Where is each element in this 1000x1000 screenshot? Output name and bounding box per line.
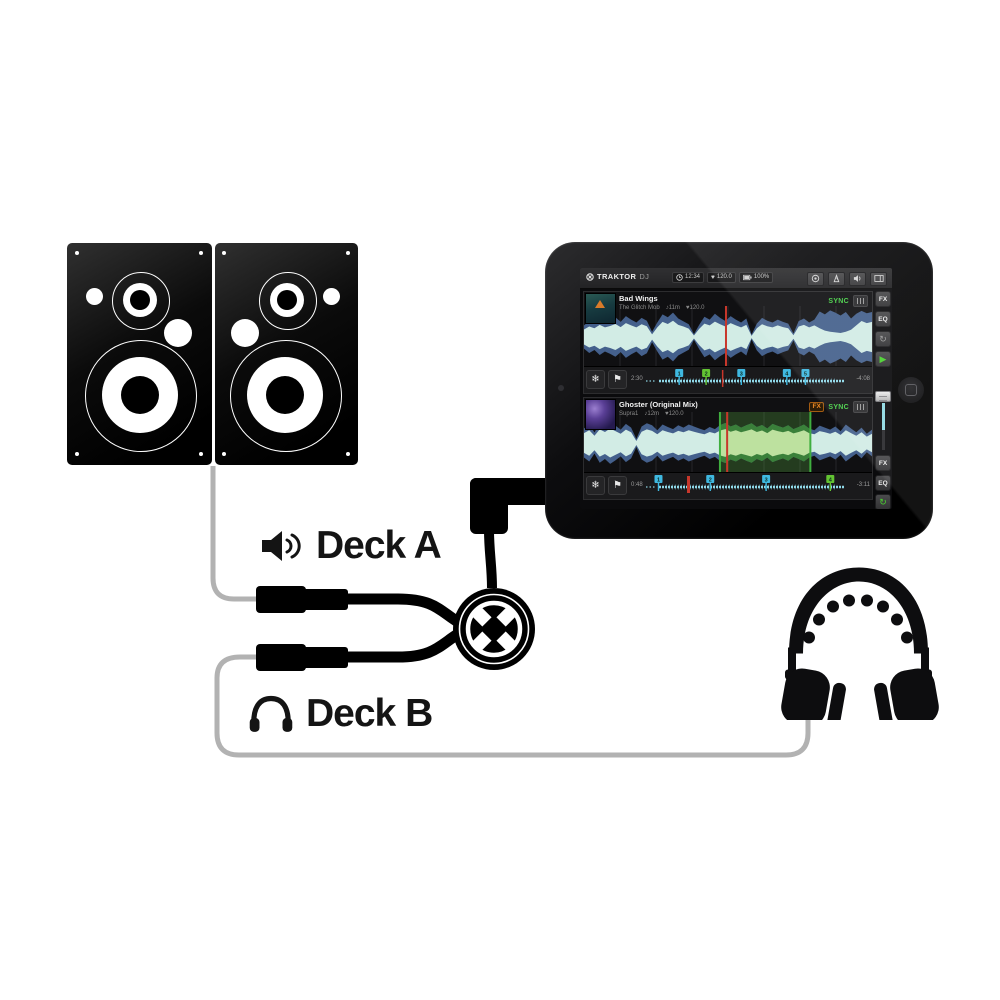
loop-button-deck-b[interactable]: ↻ (875, 494, 891, 509)
volume-fader-handle[interactable] (875, 391, 891, 402)
cue-flag-button[interactable]: ⚑ (608, 476, 627, 495)
deck-b-waveform[interactable] (584, 412, 872, 474)
play-button-deck-a[interactable]: ▶ (875, 351, 891, 367)
eq-button-deck-a[interactable]: EQ (875, 311, 891, 327)
svg-text:4: 4 (829, 478, 833, 484)
sync-button[interactable]: SYNC (828, 297, 849, 305)
headphones (781, 567, 939, 720)
deck-b-text: Deck B (306, 692, 433, 735)
track-overview-strip[interactable]: 1 2 3 4 5 (644, 368, 851, 392)
track-overview-strip[interactable]: 1 2 3 4 (644, 474, 851, 498)
jack-plug-deck-b (256, 644, 348, 671)
ear-cup-right (874, 668, 939, 720)
track-meta: Supra1 ♪12m ♥120.0 (619, 410, 684, 417)
audio-splitter (453, 588, 535, 670)
brand-suffix: DJ (639, 272, 650, 281)
deck-a-panel: Bad Wings The Glitch Mob ♪11m ♥120.0 SYN… (583, 291, 873, 394)
metronome-button[interactable] (828, 271, 845, 286)
speaker-left (67, 243, 212, 465)
right-angle-plug (470, 478, 552, 534)
sync-button[interactable]: SYNC (828, 403, 849, 411)
tweeter (259, 272, 317, 330)
speaker-right (215, 243, 358, 465)
record-icon (811, 274, 820, 283)
album-art-deck-a (585, 293, 616, 324)
album-art-deck-b (585, 399, 616, 430)
deck-b-panel: Ghoster (Original Mix) Supra1 ♪12m ♥120.… (583, 397, 873, 500)
traktor-dj-screen: TRAKTOR DJ 12:34 ♥ 120.0 (580, 268, 892, 509)
record-button[interactable] (807, 271, 824, 286)
traktor-x-logo (465, 600, 523, 658)
ipad-tablet: TRAKTOR DJ 12:34 ♥ 120.0 (545, 242, 933, 539)
remaining-time: -3:11 (856, 482, 870, 488)
battery-icon (742, 274, 752, 280)
fx-button-deck-a[interactable]: FX (875, 291, 891, 307)
deck-b-label: Deck B (248, 692, 433, 736)
cue-flag-button[interactable]: ⚑ (608, 370, 627, 389)
headphones-icon (249, 695, 293, 732)
speaker-cable (210, 466, 258, 602)
svg-text:3: 3 (740, 372, 743, 378)
track-title: Ghoster (Original Mix) (619, 400, 698, 409)
volume-fader[interactable] (874, 391, 892, 451)
freeze-icon: ❄ (591, 480, 600, 491)
speaker-icon (262, 531, 301, 561)
fader-level (881, 403, 885, 430)
deck-a-label: Deck A (260, 524, 442, 568)
flag-icon: ⚑ (613, 374, 622, 385)
time-pill: 12:34 (672, 271, 705, 283)
svg-text:4: 4 (785, 372, 789, 378)
loop-button-deck-a[interactable]: ↻ (875, 331, 891, 347)
svg-text:1: 1 (657, 478, 660, 484)
jack-plug-deck-a (256, 586, 348, 613)
flag-icon: ⚑ (613, 480, 622, 491)
svg-text:2: 2 (705, 372, 708, 378)
freeze-button[interactable]: ❄ (586, 476, 605, 495)
traktor-logo-icon (586, 272, 594, 281)
clock-icon (676, 273, 683, 281)
master-volume-button[interactable] (849, 271, 866, 286)
deck-a-text: Deck A (316, 524, 442, 567)
freeze-icon: ❄ (591, 374, 600, 385)
heart-icon: ♥ (711, 273, 715, 281)
volume-icon (853, 275, 861, 282)
deck-a-footer: ❄ ⚑ 2:30 1 2 3 4 5 -4:08 (584, 366, 872, 393)
svg-text:1: 1 (678, 372, 681, 378)
woofer (230, 340, 342, 452)
deck-a-waveform[interactable] (584, 306, 872, 368)
headphone-cable (214, 654, 811, 758)
app-logo: TRAKTOR DJ (586, 272, 649, 281)
topbar-buttons (807, 271, 887, 286)
eq-button-deck-b[interactable]: EQ (875, 475, 891, 491)
svg-text:3: 3 (765, 478, 768, 484)
track-meta: The Glitch Mob ♪11m ♥120.0 (619, 304, 705, 311)
brand-name: TRAKTOR (597, 272, 637, 281)
bpm-pill: ♥ 120.0 (707, 271, 736, 283)
svg-text:2: 2 (709, 478, 712, 484)
browser-button[interactable] (870, 271, 887, 286)
freeze-button[interactable]: ❄ (586, 370, 605, 389)
status-group: 12:34 ♥ 120.0 100% (672, 271, 774, 283)
tweeter (112, 272, 170, 330)
app-topbar: TRAKTOR DJ 12:34 ♥ 120.0 (580, 268, 892, 289)
remaining-time: -4:08 (856, 376, 870, 382)
browser-icon (873, 275, 884, 282)
deck-b-footer: ❄ ⚑ 0:48 1 2 3 4 -3:11 (584, 472, 872, 499)
elapsed-time: 0:48 (631, 482, 643, 488)
elapsed-time: 2:30 (631, 376, 643, 382)
ear-cup-left (781, 668, 846, 720)
metronome-icon (833, 274, 840, 283)
right-controls: FX EQ ↻ ▶ FX EQ ↻ ▶ (875, 291, 891, 509)
home-button[interactable] (898, 377, 924, 403)
woofer (85, 340, 197, 452)
track-title: Bad Wings (619, 294, 658, 303)
beatgrid-button[interactable] (853, 401, 868, 413)
front-camera (558, 385, 564, 391)
svg-text:5: 5 (804, 372, 807, 378)
fx-button-deck-b[interactable]: FX (875, 455, 891, 471)
beatgrid-button[interactable] (853, 295, 868, 307)
battery-pill: 100% (738, 271, 774, 283)
fx-active-badge[interactable]: FX (809, 402, 825, 412)
